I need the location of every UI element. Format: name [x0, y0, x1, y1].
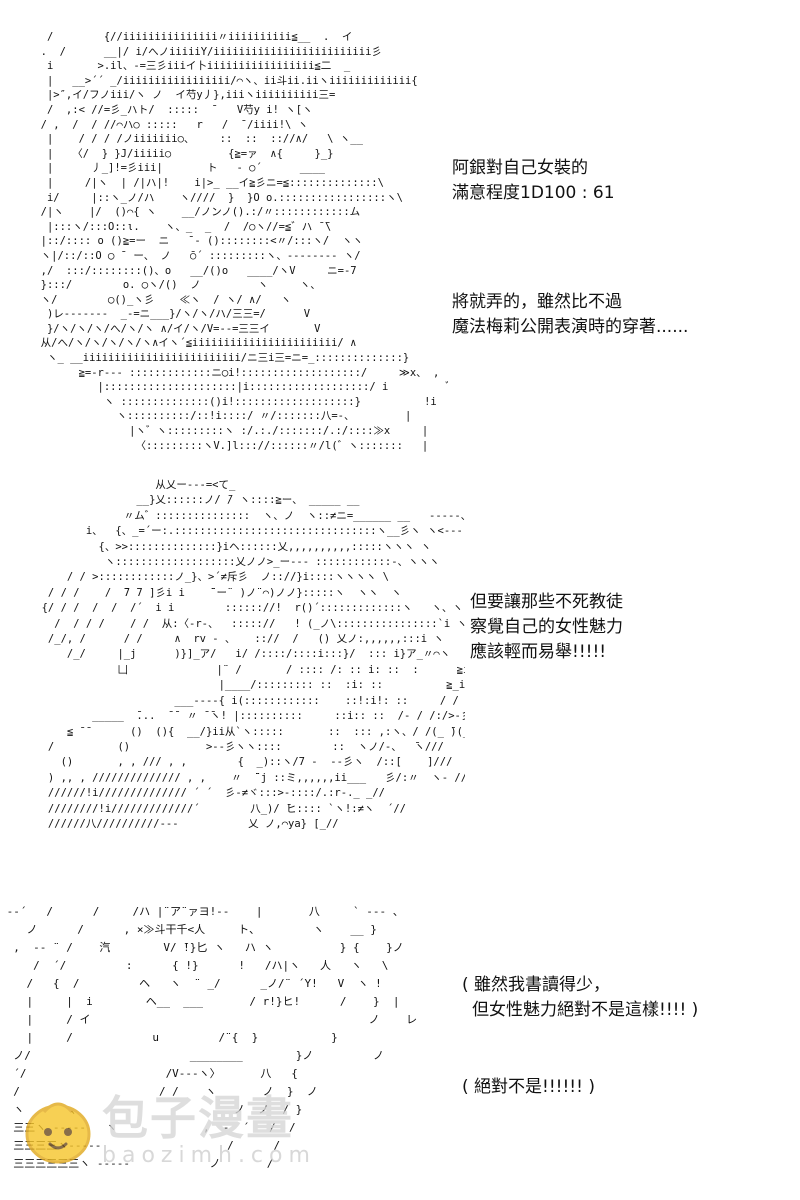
caption-line: 但女性魅力絕對不是這樣!!!! )	[472, 1000, 699, 1020]
caption-line: 察覺自己的女性魅力	[470, 617, 623, 637]
caption-line: ( 絕對不是!!!!!! )	[462, 1077, 595, 1097]
caption-line: 將就弄的，雖然比不過	[452, 292, 622, 312]
caption-line: ( 雖然我書讀得少，	[462, 975, 611, 995]
watermark-title: 包子漫畫	[102, 1091, 294, 1145]
caption-block-5: ( 絕對不是!!!!!! )	[462, 1075, 595, 1100]
watermark-text: 包子漫畫 baozimh.com	[102, 1092, 316, 1168]
panel-3: ‐‐´ / / /ハ |¨ア¨ァヨ!‐‐ | 八 ` ‐‐‐ 、 ノ / , ×…	[0, 895, 800, 1200]
panel-1: / {//iiiiiiiiiiiiiii〃iiiiiiiiii≦__ . イ .…	[0, 0, 800, 470]
caption-line: 應該輕而易舉!!!!!	[470, 642, 607, 662]
ascii-art-closeup: ‐‐´ / / /ハ |¨ア¨ァヨ!‐‐ | 八 ` ‐‐‐ 、 ノ / , ×…	[6, 905, 418, 1170]
watermark-domain: baozimh.com	[102, 1143, 316, 1168]
caption-block-1: 阿銀對自己女裝的 滿意程度1D100 : 61	[452, 156, 615, 206]
watermark: 包子漫畫 baozimh.com	[24, 1092, 316, 1168]
ascii-art-girl-pose: 从乂ー‐‐‐=<て_ __}乂::::::ノ/ ̄/ ヽ::::≧ー、 ____…	[41, 479, 465, 830]
caption-block-4: ( 雖然我書讀得少， 但女性魅力絕對不是這樣!!!! )	[462, 973, 698, 1023]
caption-line: 但要讓那些不死教徒	[470, 592, 623, 612]
caption-block-2: 將就弄的，雖然比不過 魔法梅莉公開表演時的穿著......	[452, 290, 688, 340]
panel-2: 从乂ー‐‐‐=<て_ __}乂::::::ノ/ ̄/ ヽ::::≧ー、 ____…	[0, 470, 800, 880]
caption-block-3: 但要讓那些不死教徒 察覺自己的女性魅力 應該輕而易舉!!!!!	[470, 590, 623, 665]
caption-line: 魔法梅莉公開表演時的穿著......	[452, 317, 689, 337]
caption-line: 滿意程度1D100 : 61	[452, 183, 615, 203]
caption-line: 阿銀對自己女裝的	[452, 158, 588, 178]
bun-logo-icon	[24, 1094, 92, 1166]
ascii-art-ginko: / {//iiiiiiiiiiiiiii〃iiiiiiiiii≦__ . イ .…	[40, 31, 448, 452]
